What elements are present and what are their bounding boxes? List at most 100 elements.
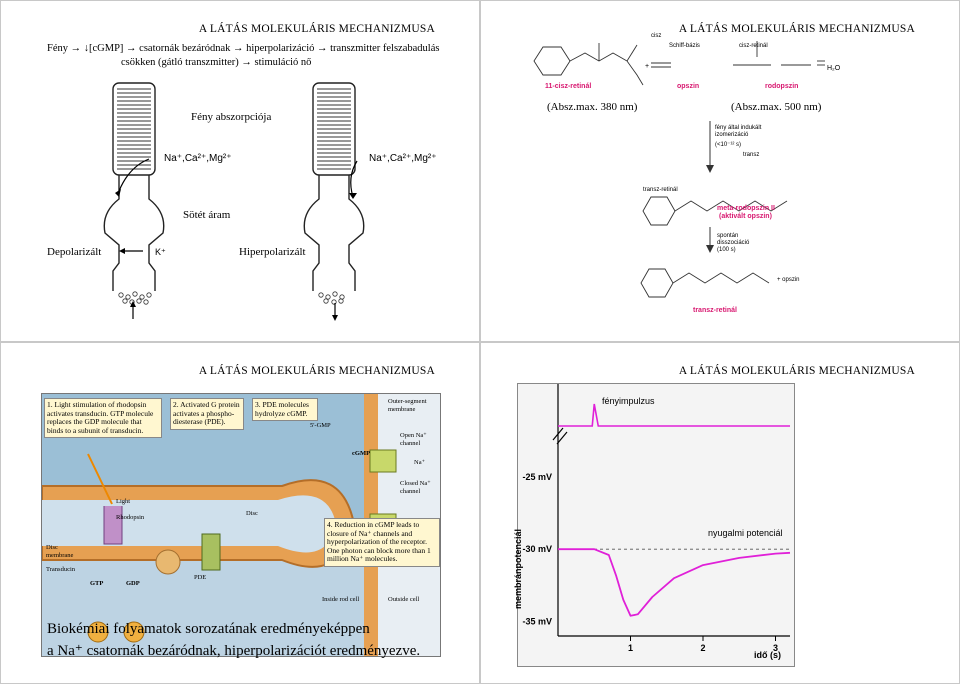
light-pulse-line <box>558 403 790 427</box>
cis-retinal-small-label: cisz-retinál <box>739 43 768 49</box>
rod-cell-diagram <box>103 82 365 321</box>
transducin-label: Transducin <box>46 566 76 573</box>
y-tick-label: -30 mV <box>522 544 552 554</box>
na-label: Na⁺ <box>414 459 426 466</box>
open-channel-label: Open Na⁺ channel <box>400 432 427 447</box>
disc-label: Disc <box>246 510 258 517</box>
na-channel-open <box>369 449 397 473</box>
light-absorption-label: Fény abszorpciója <box>191 111 272 123</box>
pde-enzyme <box>201 533 221 571</box>
membrane-potential-line <box>558 548 791 617</box>
dark-current-label: Sötét áram <box>183 209 231 221</box>
gtp-molecule <box>87 621 109 643</box>
cgmp-label: cGMP <box>352 450 371 457</box>
opsin-label: opszin <box>677 83 700 90</box>
pde-label: PDE <box>194 574 207 581</box>
disc-stack-right <box>317 88 351 170</box>
final-trans-retinal-structure <box>640 268 770 298</box>
slide-bottom-right: A LÁTÁS MOLEKULÁRIS MECHANIZMUSA -25 mV -… <box>480 342 960 684</box>
depolarized-label: Depolarizált <box>47 246 102 258</box>
trans-label: transz <box>743 152 760 158</box>
rhodopsin-label: rodopszin <box>765 83 799 90</box>
slide-bottom-left: A LÁTÁS MOLEKULÁRIS MECHANIZMUSA 1. Ligh… <box>0 342 480 684</box>
rhodopsin-protein <box>103 506 123 545</box>
absorption-max-left: (Absz.max. 380 nm) <box>547 101 638 113</box>
light-pulse-label: fényimpulzus <box>602 396 655 406</box>
axis-break-mark <box>552 427 564 441</box>
y-tick-label: -25 mV <box>522 472 552 482</box>
phototransduction-figure: 1. Light stimulation of rhodopsin activa… <box>41 393 441 657</box>
gtp-label: GTP <box>90 580 104 587</box>
spontaneous-dissociation-label: spontán disszociáció <box>717 233 750 246</box>
k-ion-label: K⁺ <box>155 247 166 257</box>
chart-series <box>558 403 791 617</box>
y-axis-label: membránpotenciál <box>513 528 524 610</box>
inside-cell-label: Inside rod cell <box>322 596 360 603</box>
transducin-alpha <box>155 549 181 575</box>
activated-opsin-label: (aktivált opszin) <box>719 213 772 220</box>
rod-cell-left <box>103 82 165 291</box>
synaptic-vesicles-left <box>118 291 152 305</box>
trans-retinal-structure <box>642 196 788 226</box>
info-box-2: 2. Activated G protein activates a phosp… <box>170 398 244 430</box>
chart-axes <box>552 384 790 637</box>
isomerization-label: fény által indukált izomerizáció <box>715 125 762 138</box>
dissociation-time-label: (100 s) <box>717 247 736 253</box>
schiff-base-label: Schiff-bázis <box>669 43 700 49</box>
slide-title: A LÁTÁS MOLEKULÁRIS MECHANIZMUSA <box>678 23 915 35</box>
outside-cell-label: Outside cell <box>388 596 420 603</box>
ions-right-label: Na⁺,Ca²⁺,Mg²⁺ <box>369 153 437 164</box>
current-arrows <box>118 158 358 319</box>
closed-channel-label: Closed Na⁺ channel <box>400 480 431 495</box>
ions-left-label: Na⁺,Ca²⁺,Mg²⁺ <box>164 153 232 164</box>
arrow-head-2 <box>706 245 714 253</box>
slide-title: A LÁTÁS MOLEKULÁRIS MECHANIZMUSA <box>198 23 435 35</box>
disc-membrane-label: Disc membrane <box>46 544 74 559</box>
cascade-text-line1: Fény → ↓[cGMP] → csatornák bezáródnak → … <box>47 43 440 54</box>
equilibrium-arrow <box>651 62 671 68</box>
rhodopsin-structure <box>733 41 825 66</box>
absorption-max-right: (Absz.max. 500 nm) <box>731 101 822 113</box>
isomerization-time-label: (<10⁻¹² s) <box>715 142 742 148</box>
metarhodopsin-label: meta-rodopszin II <box>717 205 775 212</box>
info-box-3: 3. PDE molecules hydrolyze cGMP. <box>252 398 318 422</box>
light-label: Light <box>116 498 131 505</box>
x-tick-label: 2 <box>700 643 705 653</box>
info-box-1: 1. Light stimulation of rhodopsin activa… <box>44 398 162 439</box>
outer-segment-label: Outer-segment membrane <box>388 398 427 413</box>
five-gmp-label: 5'-GMP <box>310 422 331 429</box>
caption-line2: a Na⁺ csatornák bezáródnak, hiperpolariz… <box>47 643 421 659</box>
arrow-head-1 <box>706 165 714 173</box>
cis-retinal-ring <box>533 43 644 86</box>
resting-potential-label: nyugalmi potenciál <box>708 528 783 538</box>
rhodopsin-label: Rhodopsin <box>116 514 145 521</box>
synaptic-vesicles-right <box>318 291 345 305</box>
cis-retinal-label: 11-cisz-retinál <box>545 83 592 90</box>
y-tick-label: -35 mV <box>522 617 552 627</box>
slide-title: A LÁTÁS MOLEKULÁRIS MECHANIZMUSA <box>678 365 915 377</box>
hyperpolarized-label: Hiperpolarizált <box>239 246 306 258</box>
water-label: H₂O <box>827 65 841 72</box>
rod-cell-right <box>303 82 365 291</box>
x-axis-label: idő (s) <box>754 650 781 660</box>
plus-label: + <box>645 63 650 70</box>
cisz-label: cisz <box>651 33 662 39</box>
axis-break-mark <box>556 431 568 445</box>
trans-retinal-label: transz-retinál <box>643 187 678 193</box>
x-tick-label: 1 <box>628 643 633 653</box>
gdp-label: GDP <box>126 580 140 587</box>
cascade-text-line2: csökken (gátló transzmitter) → stimuláci… <box>121 57 312 68</box>
slide-top-right: A LÁTÁS MOLEKULÁRIS MECHANIZMUSA <box>480 0 960 342</box>
arrow-heads <box>115 189 357 321</box>
caption-line1: Biokémiai folyamatok sorozatának eredmén… <box>47 621 370 637</box>
final-trans-retinal-label: transz-retinál <box>693 307 737 314</box>
info-box-4: 4. Reduction in cGMP leads to closure of… <box>324 518 440 567</box>
retinal-chemistry-diagram <box>533 41 825 298</box>
slide-top-left: A LÁTÁS MOLEKULÁRIS MECHANIZMUSA Fény → … <box>0 0 480 342</box>
plus-opsin-label: + opszin <box>777 277 800 283</box>
gdp-molecule <box>123 621 145 643</box>
disc-stack-left <box>117 88 151 170</box>
